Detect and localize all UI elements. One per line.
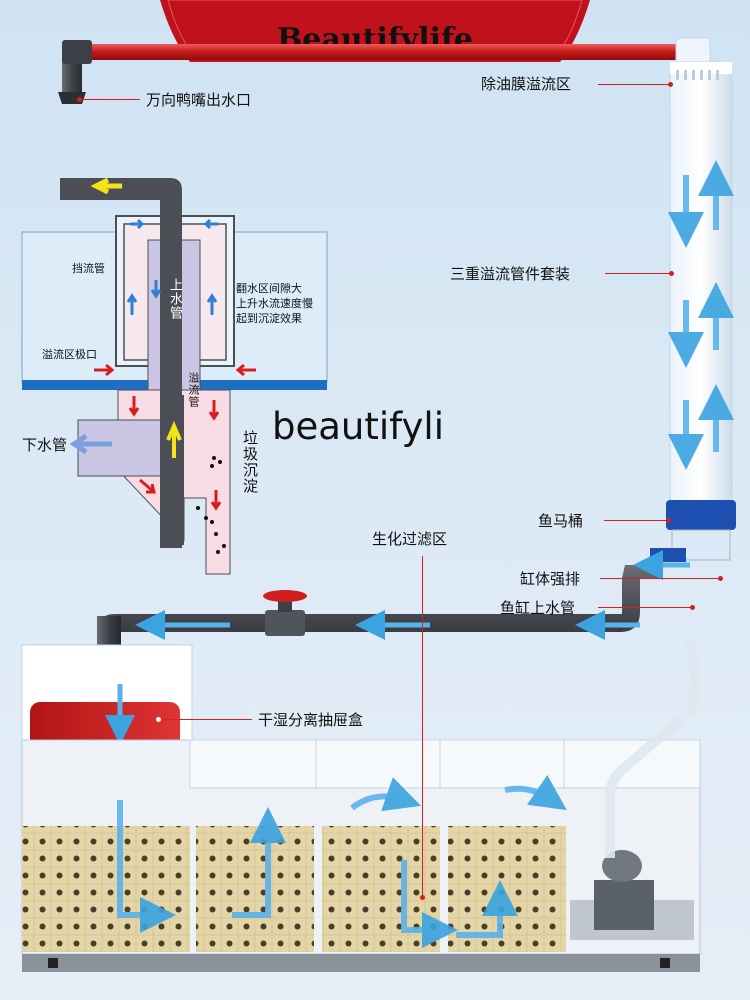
callout-dot-return-pipe: [690, 605, 695, 610]
leader-bio-filter: [422, 556, 423, 896]
callout-dot-tank-drain: [718, 576, 723, 581]
leader-duckbill: [80, 99, 140, 100]
label-gap-note-1: 翻水区间隙大: [236, 282, 302, 295]
callout-dot-duckbill: [77, 97, 82, 102]
callout-dot-drawer: [156, 717, 161, 722]
label-down-pipe: 下水管: [22, 436, 68, 454]
label-overflow-pipe: 溢流管: [187, 372, 200, 408]
label-gap-note-3: 起到沉淀效果: [236, 312, 302, 325]
label-up-pipe: 上水管: [167, 278, 182, 320]
leader-fish-toilet: [604, 520, 668, 521]
callout-dot-triple-overflow: [669, 271, 674, 276]
leader-tank-drain: [600, 578, 718, 579]
callout-dot-skimmer-zone: [668, 82, 673, 87]
callout-bio-filter: 生化过滤区: [372, 530, 448, 548]
label-gap-note-2: 上升水流速度慢: [236, 297, 313, 310]
leader-drawer: [162, 719, 252, 720]
callout-duckbill: 万向鸭嘴出水口: [146, 91, 252, 109]
watermark-text: beautifyli: [272, 405, 444, 448]
callout-dot-bio-filter: [420, 895, 425, 900]
callout-drawer: 干湿分离抽屉盒: [258, 711, 364, 729]
callout-skimmer-zone: 除油膜溢流区: [481, 75, 572, 93]
callout-tank-drain: 缸体强排: [520, 570, 581, 588]
leader-triple-overflow: [605, 273, 671, 274]
leader-skimmer-zone: [598, 84, 670, 85]
callout-return-pipe: 鱼缸上水管: [500, 599, 576, 617]
callout-dot-fish-toilet: [666, 518, 671, 523]
label-baffle-pipe: 挡流管: [72, 262, 105, 275]
callout-fish-toilet: 鱼马桶: [538, 512, 584, 530]
leader-return-pipe: [598, 607, 692, 608]
callout-triple-overflow: 三重溢流管件套装: [450, 265, 571, 283]
label-overflow-edge: 溢流区极口: [42, 348, 97, 361]
label-debris: 垃圾沉淀: [241, 430, 259, 494]
